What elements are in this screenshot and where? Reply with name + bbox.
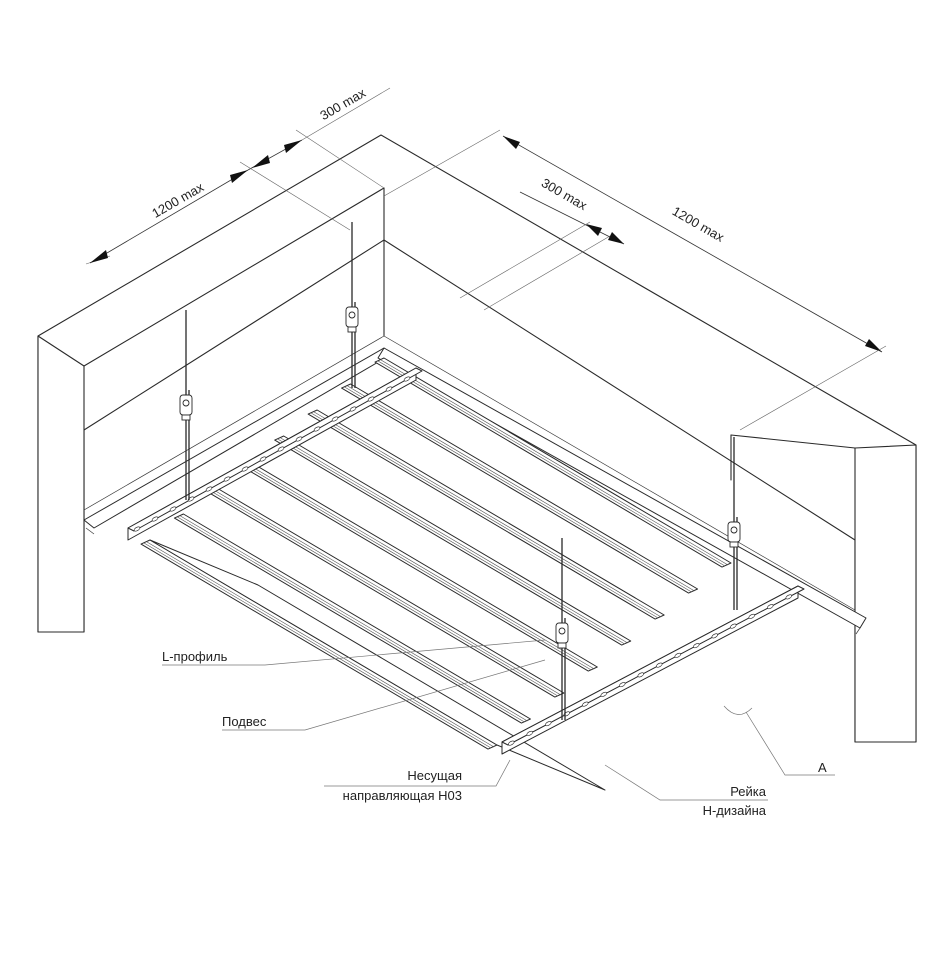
slat — [140, 539, 498, 750]
rail-slot — [331, 416, 339, 422]
rail-slot — [748, 613, 755, 619]
rail-slot — [656, 662, 663, 668]
callout-leaders — [162, 639, 835, 801]
label-carrier-line2: направляющая Н03 — [343, 788, 462, 803]
label-hanger: Подвес — [222, 714, 267, 729]
carrier-rails — [127, 367, 805, 755]
hanger-front-right — [727, 437, 741, 610]
hanger-front-center — [555, 538, 569, 720]
rail-slot — [385, 386, 393, 392]
slat-rib — [143, 542, 492, 749]
slat-rib — [280, 437, 628, 644]
hanger-hook — [347, 326, 357, 333]
slat-rib — [313, 411, 662, 618]
slat-rib — [344, 386, 692, 593]
slat — [307, 409, 665, 620]
hanger-spring — [730, 526, 738, 534]
rail-slot — [526, 730, 533, 736]
slat-rib — [377, 360, 726, 567]
rail-slot — [313, 426, 321, 432]
label-detail-a: А — [818, 760, 827, 775]
rail-slot — [205, 486, 213, 492]
dimension-lines — [85, 87, 887, 431]
rail-slot — [295, 436, 303, 442]
slat-rib — [247, 463, 595, 670]
slats — [140, 357, 732, 791]
rail-slot — [785, 594, 792, 600]
rail-slot — [693, 643, 700, 649]
label-l-profile: L-профиль — [162, 649, 228, 664]
dim-left-offset: 300 max — [317, 85, 368, 123]
slat-rib — [277, 438, 625, 645]
slat-rib — [380, 359, 729, 566]
slat-rib — [210, 490, 559, 697]
hangers — [179, 222, 741, 720]
rail-slot — [619, 682, 626, 688]
slat-body — [140, 539, 498, 750]
rail-slot — [133, 526, 141, 532]
slat — [240, 461, 598, 672]
slat — [274, 435, 632, 646]
rail-slot — [582, 701, 589, 707]
right-wall-front — [854, 444, 917, 743]
slat-body — [341, 383, 699, 594]
rail-slot — [767, 604, 774, 610]
rail-slot — [637, 672, 644, 678]
rail-slot — [367, 396, 375, 402]
walls — [37, 134, 917, 743]
hanger-spring — [558, 627, 566, 635]
rail-slot — [169, 506, 177, 512]
slat — [341, 383, 699, 594]
label-slat-line2: Н-дизайна — [703, 803, 767, 818]
rail-slot — [241, 466, 249, 472]
dim-right-span: 1200 max — [670, 203, 727, 245]
rail-slot — [711, 633, 718, 639]
label-slat-line1: Рейка — [730, 784, 767, 799]
slat-rib — [347, 385, 695, 592]
rail-slot — [730, 623, 737, 629]
slat-rib — [146, 541, 495, 748]
hanger-back-left — [179, 310, 193, 500]
hanger-hook — [557, 642, 567, 649]
rail-slot — [223, 476, 231, 482]
rail-slot — [674, 652, 681, 658]
hanger-back-center — [345, 222, 359, 388]
slat-body — [307, 409, 665, 620]
l-profile-perimeter — [83, 347, 867, 635]
slat — [374, 357, 732, 568]
rail-slot — [259, 456, 267, 462]
rail-slot — [600, 691, 607, 697]
rail-slot — [349, 406, 357, 412]
label-carrier-line1: Несущая — [407, 768, 462, 783]
rail-flange — [501, 585, 805, 746]
slat-rib — [180, 515, 528, 722]
slat-body — [240, 461, 598, 672]
front-slat — [149, 539, 606, 791]
slat-rib — [244, 464, 592, 671]
hanger-hook — [729, 541, 739, 548]
hanger-spring — [348, 311, 356, 319]
rail-slot — [403, 376, 411, 382]
slat-body — [173, 513, 531, 724]
slat-body — [374, 357, 732, 568]
hanger-spring — [182, 399, 190, 407]
slat — [173, 513, 531, 724]
hanger-hook — [181, 414, 191, 421]
rail-slot — [545, 721, 552, 727]
slat-rib — [310, 412, 659, 619]
slat-body — [274, 435, 632, 646]
rail-slot — [277, 446, 285, 452]
left-wall-front — [37, 335, 85, 633]
slat-rib — [177, 516, 525, 723]
rail-slot — [187, 496, 195, 502]
slat-rib — [213, 489, 562, 696]
dim-left-span: 1200 max — [149, 179, 206, 221]
rail-flange — [127, 367, 423, 532]
rail-slot — [151, 516, 159, 522]
carrier-rail-left — [127, 367, 423, 541]
carrier-rail-right — [501, 585, 805, 755]
rail-slot — [508, 740, 515, 746]
